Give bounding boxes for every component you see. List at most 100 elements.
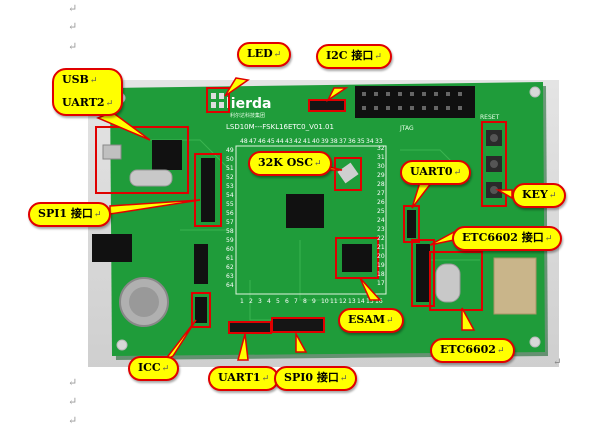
callout-usb-uart2: USB↵ UART2↵	[52, 68, 124, 116]
svg-text:19: 19	[377, 262, 385, 269]
svg-text:26: 26	[377, 199, 385, 206]
svg-text:50: 50	[226, 156, 234, 163]
svg-text:31: 31	[377, 154, 385, 161]
uart2-chip	[152, 140, 182, 170]
dc-jack	[92, 234, 132, 262]
jtag-label: JTAG	[399, 125, 414, 132]
svg-text:3: 3	[258, 298, 262, 305]
svg-text:5: 5	[276, 298, 280, 305]
svg-text:25: 25	[377, 208, 385, 215]
led-highlight	[206, 87, 230, 113]
svg-text:22: 22	[377, 235, 385, 242]
svg-text:15: 15	[366, 298, 374, 305]
paragraph-mark: ↵	[68, 395, 78, 408]
usb-connector	[102, 144, 122, 160]
mount-hole-icon	[116, 339, 128, 351]
callout-spi1: SPI1 接口↵	[28, 202, 112, 227]
svg-text:56: 56	[226, 210, 234, 217]
svg-text:60: 60	[226, 246, 234, 253]
svg-text:27: 27	[377, 190, 385, 197]
etc6602-highlight	[429, 251, 483, 311]
svg-text:59: 59	[226, 237, 234, 244]
svg-text:51: 51	[226, 165, 234, 172]
svg-text:40: 40	[312, 138, 320, 145]
svg-text:18: 18	[377, 271, 385, 278]
svg-text:57: 57	[226, 219, 234, 226]
osc-crystal	[337, 162, 359, 184]
svg-text:14: 14	[357, 298, 365, 305]
svg-text:30: 30	[377, 163, 385, 170]
callout-32k-osc: 32K OSC↵	[248, 151, 332, 176]
paragraph-mark: ↵	[68, 414, 78, 427]
brand-logo: lierda	[226, 96, 271, 112]
svg-text:58: 58	[226, 228, 234, 235]
jtag-pins	[362, 92, 462, 110]
svg-text:49: 49	[226, 147, 234, 154]
svg-text:53: 53	[226, 183, 234, 190]
svg-text:17: 17	[377, 280, 385, 287]
svg-text:32: 32	[377, 145, 385, 152]
callout-spi0: SPI0 接口↵	[274, 366, 358, 391]
paragraph-mark: ↵	[68, 40, 78, 53]
svg-text:10: 10	[321, 298, 329, 305]
paragraph-mark: ↵	[68, 20, 78, 33]
callout-led: LED↵	[237, 42, 292, 67]
svg-text:11: 11	[330, 298, 338, 305]
svg-text:37: 37	[339, 138, 347, 145]
etc6602-if-highlight	[411, 239, 435, 307]
callout-i2c: I2C 接口↵	[316, 44, 392, 69]
board-model: LSD10M---FSKL16ETC0_V01.01	[226, 123, 334, 131]
paragraph-mark: ↵	[553, 357, 562, 368]
svg-text:39: 39	[321, 138, 329, 145]
spi1-header	[201, 158, 215, 222]
callout-etc6602: ETC6602↵	[430, 338, 515, 363]
i2c-header-highlight	[308, 99, 346, 112]
svg-text:20: 20	[377, 253, 385, 260]
svg-text:1: 1	[240, 298, 244, 305]
spi0-highlight	[271, 317, 325, 333]
svg-text:6: 6	[285, 298, 289, 305]
svg-text:36: 36	[348, 138, 356, 145]
svg-text:24: 24	[377, 217, 385, 224]
callout-uart1: UART1↵	[208, 366, 280, 391]
svg-text:4: 4	[267, 298, 271, 305]
svg-text:12: 12	[339, 298, 347, 305]
svg-text:61: 61	[226, 255, 234, 262]
paragraph-mark: ↵	[68, 2, 78, 15]
svg-text:64: 64	[226, 282, 234, 289]
svg-text:62: 62	[226, 264, 234, 271]
callout-etc6602-interface: ETC6602 接口↵	[452, 226, 563, 251]
svg-text:28: 28	[377, 181, 385, 188]
svg-text:29: 29	[377, 172, 385, 179]
crystal	[129, 169, 173, 187]
callout-usb-label: USB	[62, 73, 89, 86]
callout-key: KEY↵	[512, 183, 567, 208]
antenna-pad	[493, 257, 537, 315]
svg-text:13: 13	[348, 298, 356, 305]
svg-text:33: 33	[375, 138, 383, 145]
callout-esam: ESAM↵	[338, 308, 404, 333]
callout-uart2-label: UART2	[62, 96, 105, 109]
esam-highlight	[335, 237, 379, 279]
osc-highlight	[334, 157, 362, 191]
jtag-header	[355, 86, 475, 118]
uart1-highlight	[228, 321, 272, 334]
mount-hole-icon	[529, 336, 541, 348]
pin-numbers: 32 31 30 29 28 27 26 25 24 23 22 21 20 1…	[226, 138, 385, 305]
mcu-chip	[286, 194, 324, 228]
svg-text:44: 44	[276, 138, 284, 145]
svg-text:38: 38	[330, 138, 338, 145]
callout-pointers	[96, 77, 513, 361]
brand-subtitle: 利尔达科技集团	[230, 112, 265, 119]
spi1-highlight	[194, 153, 222, 227]
svg-text:35: 35	[357, 138, 365, 145]
mcu-outline	[235, 145, 387, 295]
mount-hole-icon	[529, 86, 541, 98]
svg-text:55: 55	[226, 201, 234, 208]
svg-text:45: 45	[267, 138, 275, 145]
svg-text:7: 7	[294, 298, 298, 305]
svg-text:47: 47	[249, 138, 257, 145]
icc-highlight	[191, 292, 211, 328]
svg-text:34: 34	[366, 138, 374, 145]
svg-text:54: 54	[226, 192, 234, 199]
